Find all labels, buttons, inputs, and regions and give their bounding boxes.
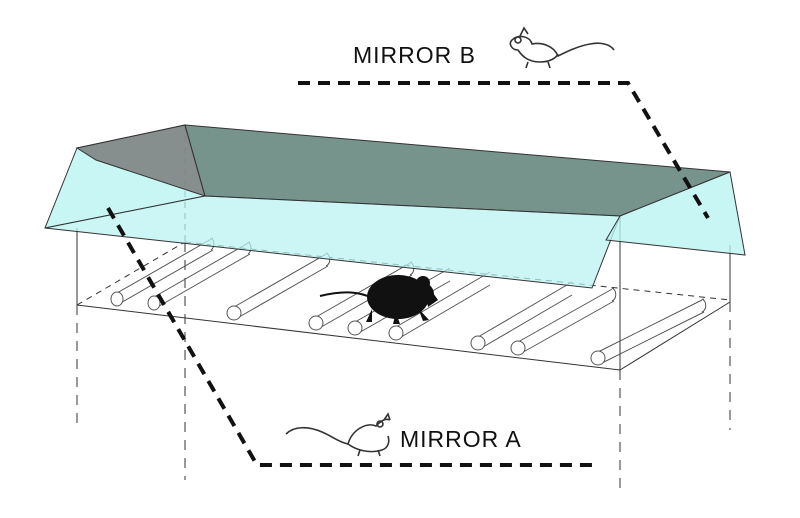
mirror-b-panel [605,171,746,256]
rung [470,281,573,351]
mirror-a-label: MIRROR A [400,426,522,452]
mirror-paths [106,81,710,467]
rung [590,298,707,366]
rung [110,237,215,307]
rung [226,252,331,321]
mirror-a-mouse-outline-icon [285,412,391,457]
mirror-a-path [106,206,596,467]
mirror-b-label: MIRROR B [353,42,476,68]
rung [510,287,617,356]
mirror-b-mouse-outline-icon [509,26,615,69]
ladder-rungs [110,237,707,366]
mirror-assembly [44,124,746,289]
mirror-b-path [298,81,710,220]
mouse-silhouette-icon [319,275,438,324]
rung [388,271,491,341]
